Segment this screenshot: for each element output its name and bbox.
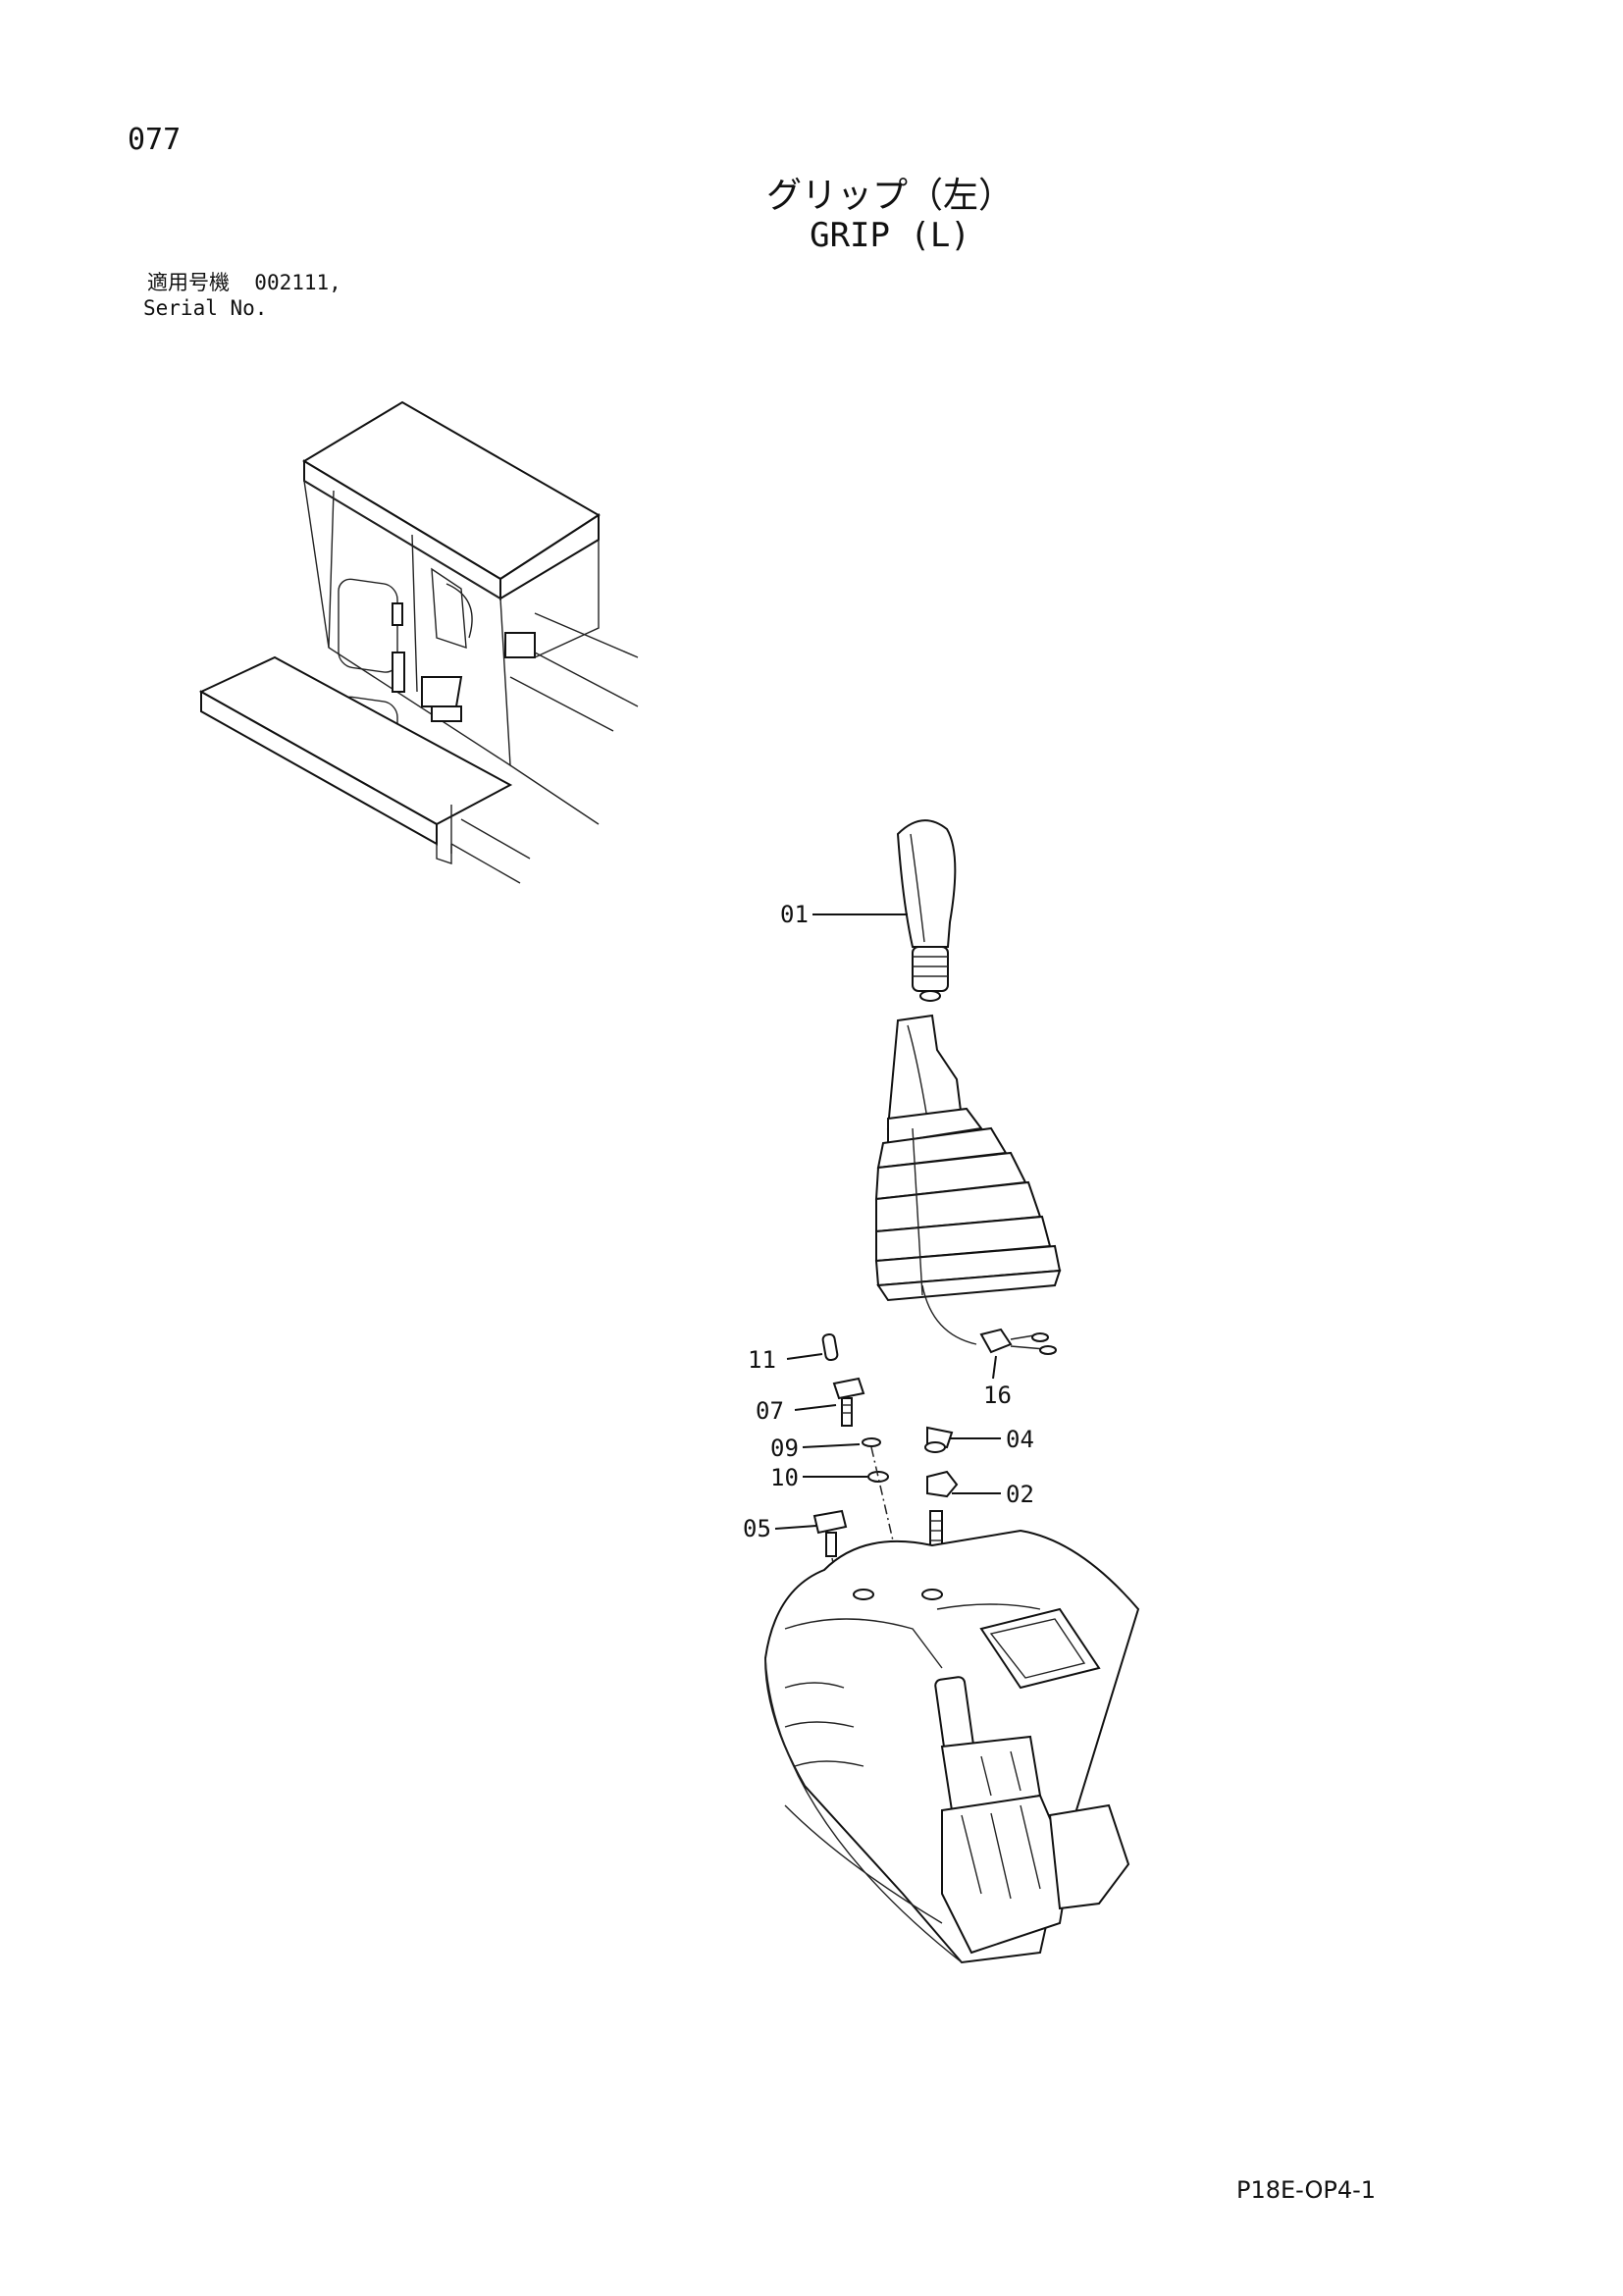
document-code: P18E-OP4-1	[1236, 2176, 1377, 2204]
callout-11: 11	[748, 1346, 776, 1374]
callout-labels: 01 11 07 09 10 05 16 04 02	[743, 901, 1034, 1542]
title-english: GRIP (L)	[810, 216, 970, 255]
grip-part-01	[896, 819, 957, 1002]
serial-label-jp: 適用号機	[147, 271, 230, 294]
callout-16: 16	[983, 1382, 1012, 1409]
leader-lines	[774, 913, 1001, 1530]
callout-07: 07	[756, 1397, 784, 1425]
serial-value: 002111,	[254, 271, 341, 294]
callout-10: 10	[770, 1464, 799, 1491]
serial-line: 適用号機 002111,	[147, 270, 341, 295]
callout-09: 09	[770, 1435, 799, 1462]
callout-05: 05	[743, 1515, 771, 1542]
cab-overview-illustration	[198, 400, 639, 884]
title-japanese: グリップ（左）	[765, 176, 1014, 216]
callout-01: 01	[780, 901, 809, 928]
serial-label-en: Serial No.	[143, 296, 268, 320]
page-number: 077	[128, 123, 182, 157]
boot-bellows	[874, 1014, 1062, 1355]
console-body	[763, 1529, 1140, 1964]
serial-block: 適用号機 002111, Serial No.	[143, 270, 341, 321]
callout-02: 02	[1006, 1481, 1034, 1508]
callout-04: 04	[1006, 1426, 1034, 1453]
